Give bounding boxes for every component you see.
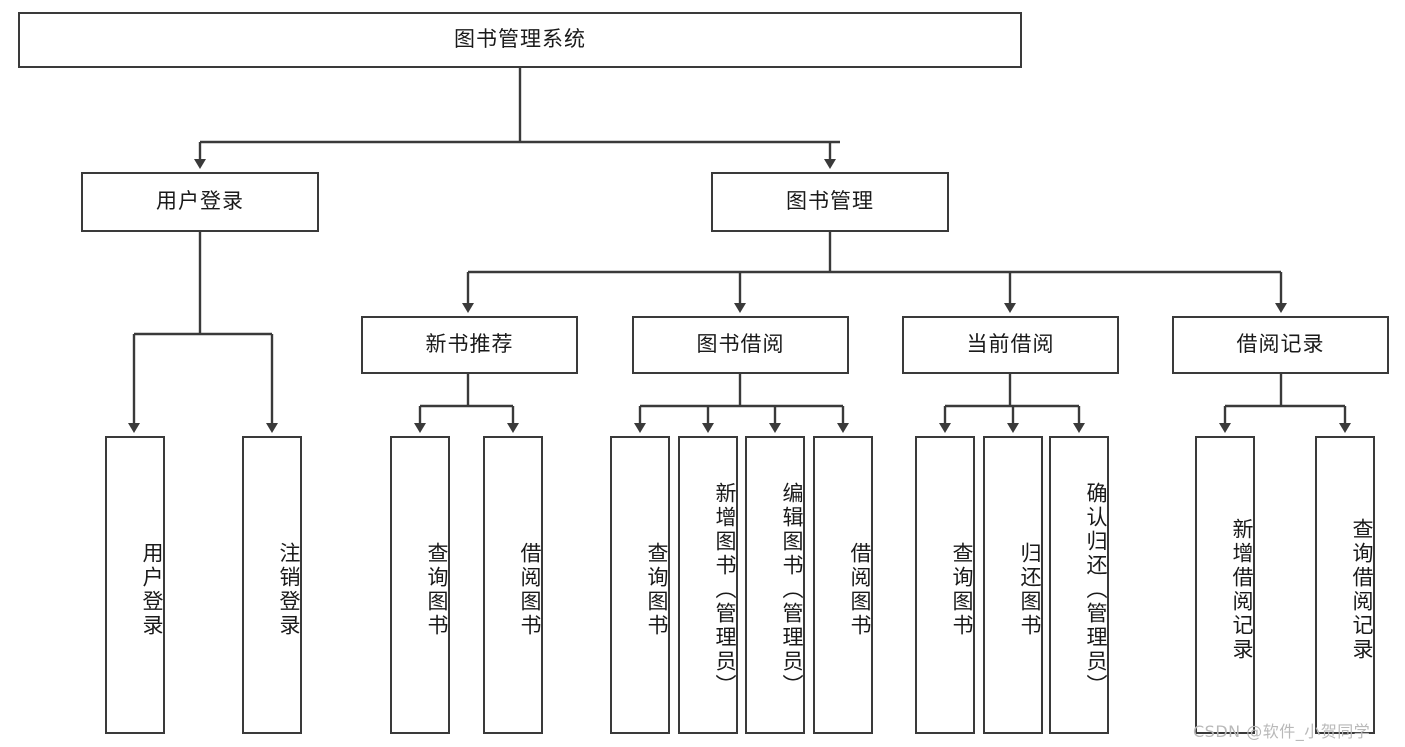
node-label: 当前借阅 [966, 332, 1055, 357]
node-book-borrow[interactable]: 图书借阅 [632, 316, 849, 374]
node-label: 图书借阅 [696, 332, 785, 357]
node-label: 查询图书 [425, 542, 449, 638]
node-label: 图书管理 [786, 189, 874, 214]
node-label: 归还图书 [1018, 542, 1042, 638]
node-label: 用户登录 [140, 542, 164, 638]
node-label: 确认归还（管理员） [1084, 482, 1108, 698]
node-label: 查询图书 [645, 542, 669, 638]
node-user-login[interactable]: 用户登录 [81, 172, 319, 232]
node-label: 用户登录 [156, 189, 244, 214]
node-leaf-borrow-book-1[interactable]: 借阅图书 [483, 436, 543, 734]
node-leaf-edit-book[interactable]: 编辑图书（管理员） [745, 436, 805, 734]
node-borrow-record[interactable]: 借阅记录 [1172, 316, 1389, 374]
node-leaf-logout-login[interactable]: 注销登录 [242, 436, 302, 734]
node-current-borrow[interactable]: 当前借阅 [902, 316, 1119, 374]
node-root-system[interactable]: 图书管理系统 [18, 12, 1022, 68]
node-label: 新增借阅记录 [1230, 518, 1254, 662]
node-leaf-add-borrow-record[interactable]: 新增借阅记录 [1195, 436, 1255, 734]
node-label: 借阅图书 [518, 542, 542, 638]
node-label: 查询借阅记录 [1350, 518, 1374, 662]
node-label: 图书管理系统 [454, 27, 586, 52]
csdn-watermark: CSDN @软件_小贺同学 [1193, 722, 1371, 741]
node-leaf-query-book-3[interactable]: 查询图书 [915, 436, 975, 734]
node-leaf-query-borrow-record[interactable]: 查询借阅记录 [1315, 436, 1375, 734]
node-label: 借阅记录 [1236, 332, 1325, 357]
node-label: 注销登录 [277, 542, 301, 638]
node-leaf-confirm-return[interactable]: 确认归还（管理员） [1049, 436, 1109, 734]
node-label: 新书推荐 [425, 332, 514, 357]
node-leaf-query-book-2[interactable]: 查询图书 [610, 436, 670, 734]
node-leaf-query-book-1[interactable]: 查询图书 [390, 436, 450, 734]
node-label: 新增图书（管理员） [713, 482, 737, 698]
node-new-book-recommend[interactable]: 新书推荐 [361, 316, 578, 374]
node-label: 编辑图书（管理员） [780, 482, 804, 698]
node-leaf-user-login[interactable]: 用户登录 [105, 436, 165, 734]
node-label: 查询图书 [950, 542, 974, 638]
node-leaf-add-book[interactable]: 新增图书（管理员） [678, 436, 738, 734]
node-label: 借阅图书 [848, 542, 872, 638]
node-leaf-borrow-book-2[interactable]: 借阅图书 [813, 436, 873, 734]
node-leaf-return-book[interactable]: 归还图书 [983, 436, 1043, 734]
node-book-manage[interactable]: 图书管理 [711, 172, 949, 232]
